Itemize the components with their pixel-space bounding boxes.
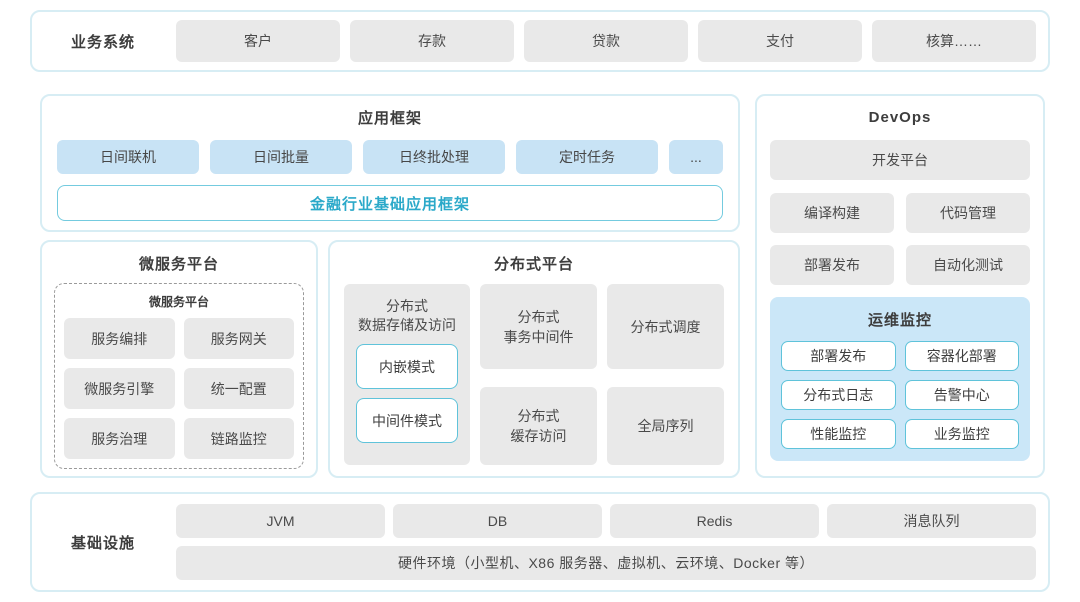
module-daytime-batch: 日间批量 <box>210 140 352 174</box>
infrastructure-section: 基础设施 JVM DB Redis 消息队列 硬件环境（小型机、X86 服务器、… <box>30 492 1050 592</box>
monitor-deploy-release: 部署发布 <box>781 341 896 371</box>
microservice-inner-box: 微服务平台 服务编排 服务网关 微服务引擎 统一配置 服务治理 链路监控 <box>54 283 304 469</box>
infra-item-db: DB <box>393 504 602 538</box>
distributed-transaction-box: 分布式 事务中间件 <box>480 284 597 369</box>
distributed-col-2: 分布式 事务中间件 分布式 缓存访问 <box>480 284 597 465</box>
storage-label-line1: 分布式 <box>386 298 428 314</box>
business-item-loan: 贷款 <box>524 20 688 62</box>
monitor-distributed-log: 分布式日志 <box>781 380 896 410</box>
infrastructure-row: JVM DB Redis 消息队列 <box>176 504 1036 538</box>
monitor-alert-center: 告警中心 <box>904 380 1019 410</box>
devops-section: DevOps 开发平台 编译构建 代码管理 部署发布 自动化测试 运维监控 部署… <box>755 94 1045 478</box>
module-eod-batch: 日终批处理 <box>363 140 505 174</box>
business-item-accounting: 核算…… <box>872 20 1036 62</box>
distributed-platform-section: 分布式平台 分布式 数据存储及访问 内嵌模式 中间件模式 分布式 事务中间件 分… <box>328 240 740 478</box>
app-framework-row: 日间联机 日间批量 日终批处理 定时任务 ... <box>57 140 723 174</box>
micro-item-tracing: 链路监控 <box>183 418 294 459</box>
distributed-data-storage-box: 分布式 数据存储及访问 内嵌模式 中间件模式 <box>344 284 470 465</box>
microservice-inner-label: 微服务平台 <box>148 295 209 309</box>
app-framework-title: 应用框架 <box>357 110 422 127</box>
infra-item-mq: 消息队列 <box>827 504 1036 538</box>
transaction-line2: 事务中间件 <box>503 328 574 345</box>
micro-item-gateway: 服务网关 <box>183 318 294 359</box>
tool-automated-testing: 自动化测试 <box>906 245 1030 285</box>
micro-item-orchestration: 服务编排 <box>64 318 175 359</box>
micro-item-governance: 服务治理 <box>64 418 175 459</box>
business-item-deposit: 存款 <box>350 20 514 62</box>
distributed-body: 分布式 数据存储及访问 内嵌模式 中间件模式 分布式 事务中间件 分布式 缓存访… <box>344 284 724 465</box>
ops-monitor-panel: 运维监控 部署发布 容器化部署 分布式日志 告警中心 性能监控 业务监控 <box>770 297 1030 461</box>
ops-monitor-grid: 部署发布 容器化部署 分布式日志 告警中心 性能监控 业务监控 <box>781 341 1019 449</box>
transaction-line1: 分布式 <box>517 308 560 325</box>
business-item-payment: 支付 <box>698 20 862 62</box>
micro-item-unified-config: 统一配置 <box>183 368 294 409</box>
module-daytime-online: 日间联机 <box>57 140 199 174</box>
microservice-platform-section: 微服务平台 微服务平台 服务编排 服务网关 微服务引擎 统一配置 服务治理 链路… <box>40 240 318 478</box>
module-scheduled-task: 定时任务 <box>516 140 658 174</box>
storage-mode-middleware: 中间件模式 <box>356 398 458 443</box>
monitor-performance: 性能监控 <box>781 419 896 449</box>
storage-label-line2: 数据存储及访问 <box>358 317 456 333</box>
microservice-platform-title: 微服务平台 <box>138 256 219 273</box>
tool-deploy-release: 部署发布 <box>770 245 894 285</box>
business-system-section: 业务系统 客户 存款 贷款 支付 核算…… <box>30 10 1050 72</box>
distributed-cache-box: 分布式 缓存访问 <box>480 387 597 465</box>
module-ellipsis: ... <box>669 140 723 174</box>
storage-mode-embedded: 内嵌模式 <box>356 344 458 389</box>
app-framework-section: 应用框架 日间联机 日间批量 日终批处理 定时任务 ... 金融行业基础应用框架 <box>40 94 740 232</box>
business-item-customer: 客户 <box>176 20 340 62</box>
cache-line2: 缓存访问 <box>510 428 567 444</box>
distributed-scheduling-box: 分布式调度 <box>607 284 724 369</box>
infrastructure-body: JVM DB Redis 消息队列 硬件环境（小型机、X86 服务器、虚拟机、云… <box>176 504 1036 580</box>
business-system-label: 业务系统 <box>70 33 135 51</box>
tool-code-management: 代码管理 <box>906 193 1030 233</box>
devops-title: DevOps <box>868 109 932 126</box>
base-framework-banner: 金融行业基础应用框架 <box>57 185 723 221</box>
global-sequence-box: 全局序列 <box>607 387 724 465</box>
hardware-environment-box: 硬件环境（小型机、X86 服务器、虚拟机、云环境、Docker 等） <box>176 546 1036 580</box>
monitor-business: 业务监控 <box>904 419 1019 449</box>
tool-build: 编译构建 <box>770 193 894 233</box>
ops-monitor-title: 运维监控 <box>867 312 932 329</box>
infra-item-redis: Redis <box>610 504 819 538</box>
cache-line1: 分布式 <box>517 408 560 424</box>
business-system-row: 客户 存款 贷款 支付 核算…… <box>176 20 1036 62</box>
distributed-col-3: 分布式调度 全局序列 <box>607 284 724 465</box>
micro-item-engine: 微服务引擎 <box>64 368 175 409</box>
infra-item-jvm: JVM <box>176 504 385 538</box>
devops-tools-grid: 编译构建 代码管理 部署发布 自动化测试 <box>770 193 1030 285</box>
microservice-grid: 服务编排 服务网关 微服务引擎 统一配置 服务治理 链路监控 <box>64 318 294 459</box>
monitor-containerized-deploy: 容器化部署 <box>904 341 1019 371</box>
infrastructure-label: 基础设施 <box>70 534 135 552</box>
dev-platform-box: 开发平台 <box>770 140 1030 180</box>
distributed-data-storage-label: 分布式 数据存储及访问 <box>358 297 456 335</box>
distributed-platform-title: 分布式平台 <box>493 256 574 273</box>
